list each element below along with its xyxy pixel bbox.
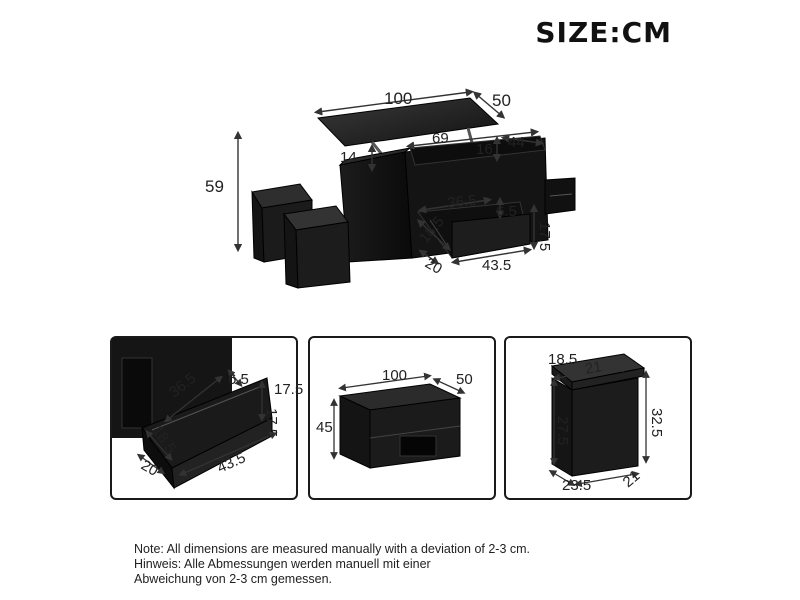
dim-drawer-height: 17.5 bbox=[536, 222, 553, 251]
closed-dim-length: 100 bbox=[382, 367, 407, 384]
stool-dim-depth: 21 bbox=[620, 467, 644, 491]
dim-inner-depth: 16 bbox=[476, 141, 493, 158]
dim-top-length: 100 bbox=[384, 89, 412, 108]
dim-drawer-depth: 36.5 bbox=[447, 192, 478, 212]
closed-dim-height: 45 bbox=[316, 419, 333, 436]
dim-top-width: 50 bbox=[492, 91, 511, 110]
stool-dim-height: 32.5 bbox=[648, 408, 665, 437]
note-line-de-2: Abweichung von 2-3 cm gemessen. bbox=[134, 572, 333, 586]
table-body-front bbox=[339, 151, 413, 263]
dim-drawer-side: 20 bbox=[422, 255, 445, 278]
stool-dim-top-w: 18.5 bbox=[548, 351, 577, 368]
drawer-dim-height-side: 17.5 bbox=[263, 408, 280, 437]
stool-dim-inner-h: 27.5 bbox=[554, 416, 571, 445]
note-line-en: Note: All dimensions are measured manual… bbox=[134, 542, 531, 556]
table-side-drawer bbox=[544, 177, 576, 215]
panel-stool: 18.5 21 27.5 32.5 23.5 21 bbox=[504, 336, 692, 500]
dim-inner-length: 69 bbox=[432, 130, 449, 147]
panel-drawer-detail: 36.5 6.5 17.5 17.5 18.5 20 43.5 bbox=[110, 336, 303, 500]
dim-inner-width: 44 bbox=[508, 134, 525, 151]
dim-drawer-inner-h: 6.5 bbox=[496, 203, 517, 220]
drawer-dim-side: 20 bbox=[138, 457, 161, 480]
stool-dim-width: 23.5 bbox=[562, 477, 591, 494]
drawer-dim-inner-h: 6.5 bbox=[228, 371, 249, 388]
dim-lift-gap: 14 bbox=[340, 149, 357, 166]
drawer-dim-height: 17.5 bbox=[274, 381, 303, 398]
stool-dim-top-d: 21 bbox=[584, 358, 603, 378]
note-line-de-1: Hinweis: Alle Abmessungen werden manuell… bbox=[134, 557, 431, 571]
dim-drawer-length: 43.5 bbox=[482, 257, 511, 274]
panel-table-closed: 100 50 45 bbox=[308, 336, 496, 500]
measurement-note: Note: All dimensions are measured manual… bbox=[134, 542, 530, 587]
size-title: SIZE:CM bbox=[535, 16, 672, 49]
closed-dim-width: 50 bbox=[456, 371, 473, 388]
dim-height: 59 bbox=[205, 177, 224, 196]
main-diagram: 100 50 59 69 44 14 16 36.5 6.5 18.5 20 4… bbox=[205, 88, 576, 289]
